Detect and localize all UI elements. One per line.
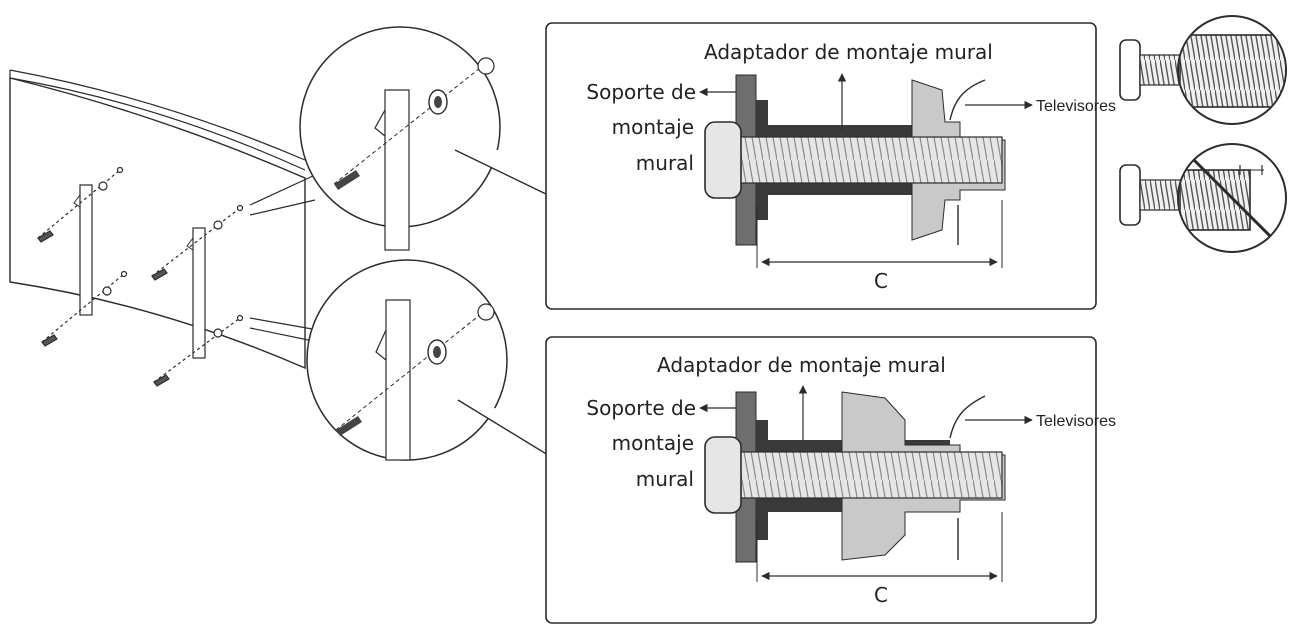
tv-bracket-left xyxy=(73,184,93,316)
bracket-label-top-line3: mural xyxy=(636,151,694,175)
bracket-label-bottom-line1: Soporte de xyxy=(586,396,696,420)
small-screws xyxy=(37,166,244,387)
tv-bracket-right xyxy=(186,227,206,359)
bracket-label-top-line2: montaje xyxy=(612,115,694,139)
dimension-c-label-bottom: C xyxy=(874,583,888,607)
prohibited-slash-icon xyxy=(1192,158,1272,238)
incorrect-thread-example xyxy=(1119,143,1287,253)
correct-thread-example xyxy=(1119,15,1287,125)
bracket-label-bottom-line3: mural xyxy=(636,467,694,491)
detail-panel-top xyxy=(545,22,1097,310)
adapter-label-bottom: Adaptador de montaje mural xyxy=(657,353,946,377)
adapter-label-top: Adaptador de montaje mural xyxy=(704,40,993,64)
bracket-label-bottom-line2: montaje xyxy=(612,431,694,455)
zoom-circle-bottom xyxy=(306,259,508,461)
detail-panel-bottom xyxy=(545,336,1097,624)
curved-tv-illustration xyxy=(9,69,306,370)
zoom-connector-lines xyxy=(249,174,319,343)
dimension-c-label-top: C xyxy=(874,269,888,293)
tv-label-bottom: Televisores xyxy=(1036,413,1116,430)
bracket-label-top-line1: Soporte de xyxy=(586,80,696,104)
zoom-circle-top xyxy=(299,26,501,251)
tv-label-top: Televisores xyxy=(1036,98,1116,115)
